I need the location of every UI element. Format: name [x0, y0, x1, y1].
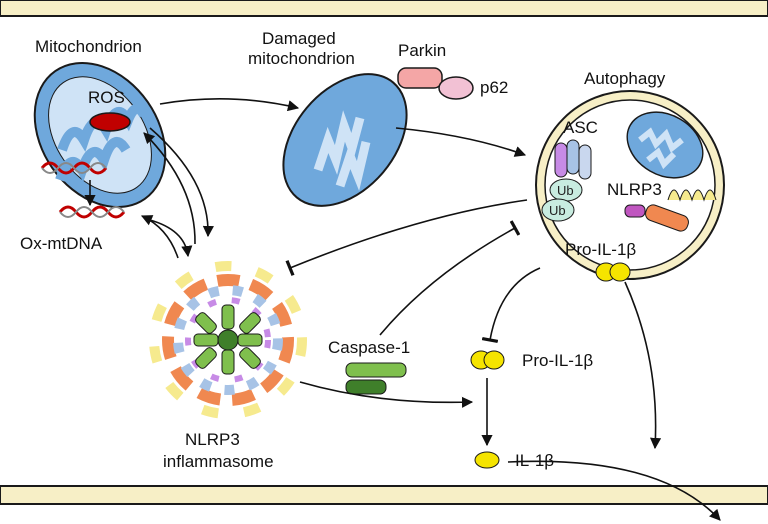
inflammasome-label-1: NLRP3	[185, 430, 240, 449]
ox-mtdna-icon	[58, 205, 126, 219]
arrows	[84, 98, 721, 521]
arrow-autophagy-down	[624, 281, 662, 450]
mtdna-icon	[40, 161, 108, 175]
pro-il1b-icon	[470, 350, 505, 370]
mitochondrion-label: Mitochondrion	[35, 37, 142, 56]
caspase1-icon	[345, 362, 407, 395]
parkin-label: Parkin	[398, 41, 446, 60]
p62-icon	[438, 76, 474, 100]
inhibit-autophagy-to-inflammasome	[285, 199, 528, 277]
caspase1-label: Caspase-1	[328, 338, 410, 357]
mitochondrion	[33, 61, 167, 209]
damaged-mitochondrion	[282, 73, 408, 207]
arrow-inflammasome-to-oxmtdna	[140, 215, 179, 259]
damaged-label-2: mitochondrion	[248, 49, 355, 68]
p62-label: p62	[480, 78, 508, 97]
top-membrane	[0, 0, 768, 17]
ox-mtdna-label: Ox-mtDNA	[20, 234, 103, 253]
engulfed-mitochondrion	[626, 111, 704, 179]
arrow-ros-to-inflammasome	[149, 127, 214, 238]
ros-icon	[89, 112, 131, 132]
il1b-icon	[474, 451, 500, 469]
nlrp3-icon	[624, 189, 717, 232]
asc-icon	[554, 139, 592, 180]
pro-il1b-label: Pro-IL-1β	[522, 351, 593, 370]
arrow-mito-to-damaged	[159, 98, 300, 112]
pro-il1b-inside-icon	[595, 262, 631, 282]
nlrp3-inflammasome	[149, 261, 307, 419]
damaged-label-1: Damaged	[262, 29, 336, 48]
bottom-membrane	[0, 485, 768, 505]
inhibit-caspase-to-autophagy	[379, 220, 521, 336]
ub-label-1: Ub	[557, 183, 574, 198]
inhibit-autophagy-to-pro-il1b	[481, 267, 541, 344]
arrow-oxmtdna-to-inflammasome	[149, 219, 193, 258]
nlrp3-label: NLRP3	[607, 180, 662, 199]
ros-label: ROS	[88, 88, 125, 107]
pro-il1b-inside-label: Pro-IL-1β	[565, 240, 636, 259]
ub-label-2: Ub	[549, 203, 566, 218]
asc-label: ASC	[563, 118, 598, 137]
autophagy-label: Autophagy	[584, 69, 666, 88]
arrow-damaged-to-autophagy	[395, 127, 527, 157]
ub-icon	[541, 178, 583, 222]
arrow-inflammasome-to-ros	[143, 132, 196, 245]
arrow-inflammasome-to-pro-il1b	[299, 381, 474, 408]
arrow-il1b-out	[507, 460, 721, 521]
parkin-icon	[397, 67, 443, 89]
inflammasome-label-2: inflammasome	[163, 452, 274, 471]
il1b-label: IL-1β	[515, 451, 554, 470]
